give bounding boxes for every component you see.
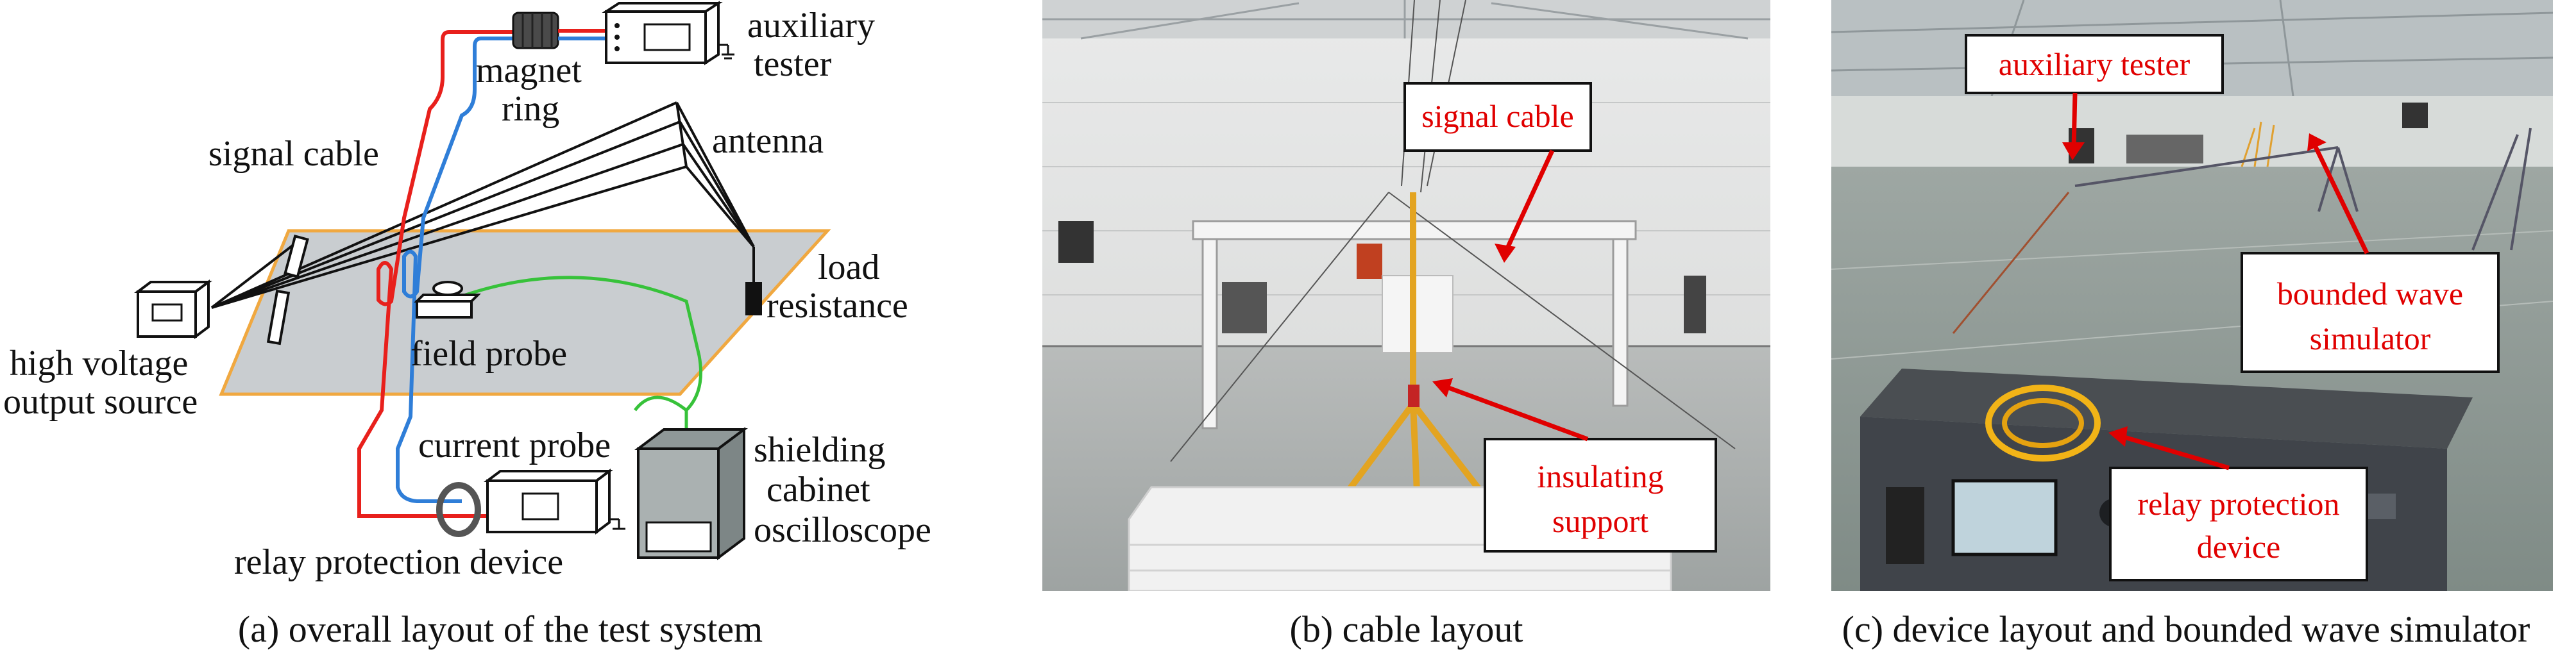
field-probe: [414, 281, 481, 319]
annotation-bounded-wave: bounded wave: [2277, 276, 2463, 312]
label-antenna: antenna: [712, 121, 824, 161]
label-oscilloscope: oscilloscope: [754, 510, 931, 550]
annotation-auxiliary-tester: auxiliary tester: [1999, 46, 2190, 82]
label-cabinet: cabinet: [767, 470, 870, 510]
red-signal-cable: [357, 30, 513, 518]
label-tester: tester: [754, 44, 832, 84]
annotation-device: device: [2197, 529, 2280, 565]
shielding-cabinet: [634, 427, 748, 560]
label-field-probe: field probe: [411, 334, 567, 374]
caption-b: (b) cable layout: [1289, 608, 1523, 650]
label-ring: ring: [502, 89, 559, 129]
label-auxiliary: auxiliary: [747, 6, 875, 46]
annotation-box-auxiliary-tester: [1965, 34, 2224, 94]
auxiliary-tester-box: [602, 1, 734, 65]
caption-c: (c) device layout and bounded wave simul…: [1842, 608, 2530, 650]
current-probe: [436, 482, 481, 537]
caption-a: (a) overall layout of the test system: [237, 608, 763, 650]
annotation-signal-cable: signal cable: [1421, 98, 1573, 134]
antenna-support: [266, 234, 309, 345]
ground-plane: [219, 229, 831, 396]
annotation-box-insulating: [1484, 438, 1717, 553]
label-load: load: [818, 247, 879, 287]
annotation-insulating: insulating: [1537, 458, 1663, 494]
blue-signal-cable: [396, 37, 513, 503]
annotation-box-relay-protection: [2109, 467, 2368, 581]
load-resistance: [745, 282, 762, 315]
bounded-wave-simulator: [2074, 128, 2532, 251]
label-output-source: output source: [3, 382, 198, 422]
high-voltage-source: [134, 279, 212, 339]
annotation-box-signal-cable: [1403, 82, 1592, 152]
green-probe-cable: [461, 276, 702, 442]
insulating-support: [1341, 192, 1487, 507]
label-magnet: magnet: [476, 51, 582, 90]
magnet-ring: [512, 12, 559, 49]
annotation-box-bounded-wave: [2241, 252, 2500, 373]
label-shielding: shielding: [754, 430, 885, 470]
label-current-probe: current probe: [418, 426, 611, 465]
relay-protection-device: [484, 469, 625, 535]
cable-layout-photo: signal cable insulating support: [1042, 0, 1770, 591]
annotation-relay-protection: relay protection: [2137, 486, 2339, 522]
antenna-wires: [210, 101, 755, 309]
label-high-voltage: high voltage: [10, 344, 188, 383]
label-signal-cable: signal cable: [208, 134, 379, 174]
device-layout-photo: auxiliary tester bounded wave simulator …: [1831, 0, 2553, 591]
annotation-simulator: simulator: [2310, 321, 2431, 356]
test-system-diagram: auxiliary tester magnet ring signal cabl…: [3, 1, 931, 582]
label-relay-device: relay protection device: [234, 542, 563, 582]
label-resistance: resistance: [767, 286, 908, 326]
annotation-support: support: [1552, 503, 1648, 539]
